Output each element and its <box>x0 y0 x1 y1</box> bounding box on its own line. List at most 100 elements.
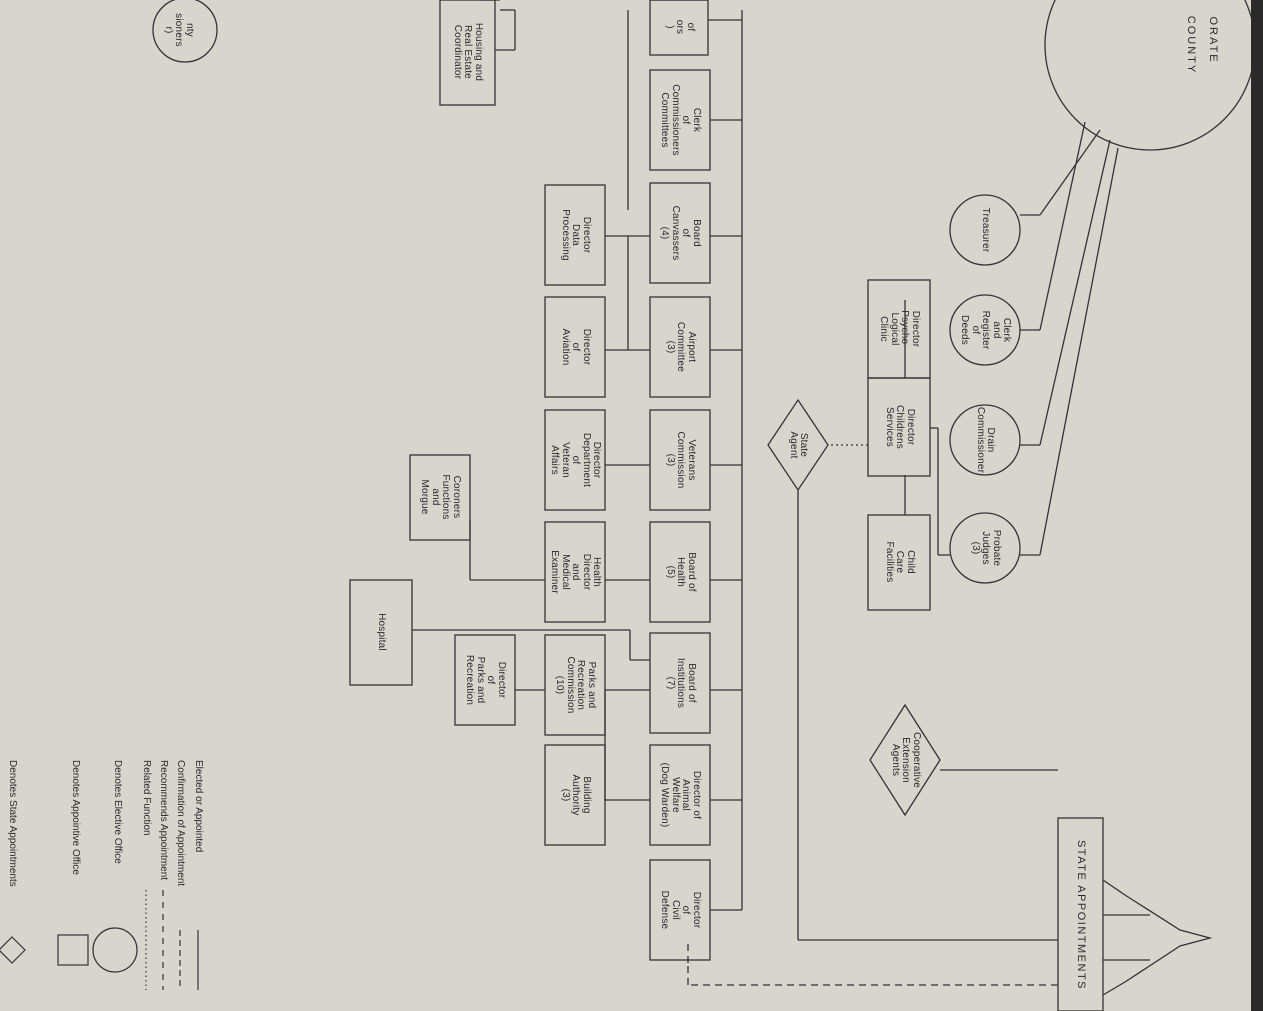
node-label-line: Building <box>580 776 592 814</box>
county-comm-circle <box>152 0 218 63</box>
node-label-line: Department <box>580 432 592 488</box>
legend-line-dashed: Confirmation of Appointment <box>175 760 186 887</box>
node-label-line: Director <box>691 891 702 929</box>
legend-line-dotted: Related Function <box>141 760 152 836</box>
node-label-line: (Dog Warden) <box>659 762 671 828</box>
node-label-line: Director <box>910 310 921 348</box>
node-label-line: Authority <box>570 774 582 816</box>
node-label-line: ors <box>674 19 686 35</box>
node-label-line: Deeds <box>959 315 971 345</box>
legend-line-plus: Recommends Appointment <box>158 760 169 881</box>
node-label-line: of <box>570 455 582 465</box>
node-label-line: Extension <box>900 737 912 783</box>
legend-shape-diamond: Denotes State Appointments <box>7 760 18 887</box>
node-label-line: Judges <box>980 531 992 565</box>
node-label-line: Committees <box>659 92 671 148</box>
node-label-line: of <box>485 675 497 685</box>
node-label-line: of <box>570 342 582 352</box>
node-label-line: (7) <box>664 676 676 690</box>
node-label-line: Drain <box>985 427 997 453</box>
node-label-line: Parks and <box>475 656 486 704</box>
node-label-line: Clerk <box>1001 317 1013 343</box>
treasurer-circle <box>949 194 1021 266</box>
node-label-line: Care <box>894 550 906 574</box>
node-label-line: Canvassers <box>670 205 681 261</box>
node-label-line: Childrens <box>894 404 906 450</box>
node-label-line: Cooperative <box>910 731 922 789</box>
node-label-line: Director <box>580 328 592 366</box>
node-label-line: Register <box>980 310 992 350</box>
node-label-line: Parks and <box>586 661 597 709</box>
node-label-line: Welfare <box>670 777 681 813</box>
node-label-line: Board <box>691 219 702 247</box>
node-label-line: Clerk <box>691 107 702 133</box>
node-label-line: Affairs <box>549 445 561 475</box>
node-label-line: and <box>990 321 1002 339</box>
legend-shape-circle: Denotes Elective Office <box>112 760 123 864</box>
node-label-line: r) <box>162 26 174 34</box>
node-label-line: Veterans <box>685 439 697 481</box>
node-label-line: Veteran <box>559 442 571 478</box>
node-label-line: of <box>680 115 692 125</box>
node-label-line: (3) <box>969 541 981 555</box>
node-label-line: Coroners <box>451 475 462 519</box>
node-label-line: Defense <box>659 890 671 930</box>
node-label-line: Director <box>580 216 592 254</box>
node-label-line: Institutions <box>675 657 687 709</box>
node-label-line: Coordinator <box>451 24 463 80</box>
clerk-circle <box>949 294 1021 366</box>
node-label-line: and <box>570 563 582 581</box>
node-label-line: and <box>430 488 441 506</box>
node-label-line: (10) <box>554 675 566 695</box>
node-label-line: (3) <box>664 453 676 467</box>
node-hospital: Hospital <box>356 557 406 707</box>
node-label-line: Board of <box>685 552 697 592</box>
node-label-line: Committee <box>675 321 687 373</box>
legend-shape-rectangle: Denotes Appointive Office <box>70 760 81 875</box>
node-label-line: Psycho- <box>899 310 911 348</box>
node-label-line: Civil <box>670 900 681 920</box>
capitol-dome-icon <box>1102 879 1213 996</box>
node-label-line: of <box>680 905 692 915</box>
probate-circle <box>949 512 1021 584</box>
node-label-line: Agents <box>889 743 901 777</box>
node-label-line: of <box>680 228 692 238</box>
node-label-line: of <box>969 325 981 335</box>
node-label-line: (4) <box>659 226 671 240</box>
node-label-line: Agent <box>788 431 799 459</box>
node-label-line: Functions <box>440 474 452 520</box>
node-label-line: Commissioners <box>670 84 681 156</box>
node-label-line: Health <box>591 556 603 588</box>
node-label-line: Animal <box>680 779 692 811</box>
node-label-line: Facilities <box>883 541 895 583</box>
node-label-line: Director of <box>691 770 702 820</box>
node-label-line: Real Estate <box>462 25 474 79</box>
node-label-line: Treasurer <box>980 207 992 253</box>
drain-circle <box>949 404 1021 476</box>
state-appointments-title: STATE APPOINTMENTS <box>1074 839 1087 991</box>
node-label-line: Examiner <box>549 550 561 594</box>
node-label-line: Medical <box>559 554 571 590</box>
node-label-line: Probate <box>990 529 1002 567</box>
node-label-line: Director <box>591 441 603 479</box>
node-label-line: of <box>684 22 696 32</box>
node-label-line: State <box>798 432 810 458</box>
node-label-line: nty <box>183 23 195 37</box>
node-label-line: Commissioner <box>975 406 986 474</box>
node-label-line: Morgue <box>419 479 431 515</box>
node-label-line: Health <box>675 556 687 588</box>
node-label-line: Logical <box>889 312 900 346</box>
node-label-line: Director <box>904 408 916 446</box>
node-label-line: sioners <box>173 13 185 47</box>
node-label-line: Child <box>904 550 916 574</box>
